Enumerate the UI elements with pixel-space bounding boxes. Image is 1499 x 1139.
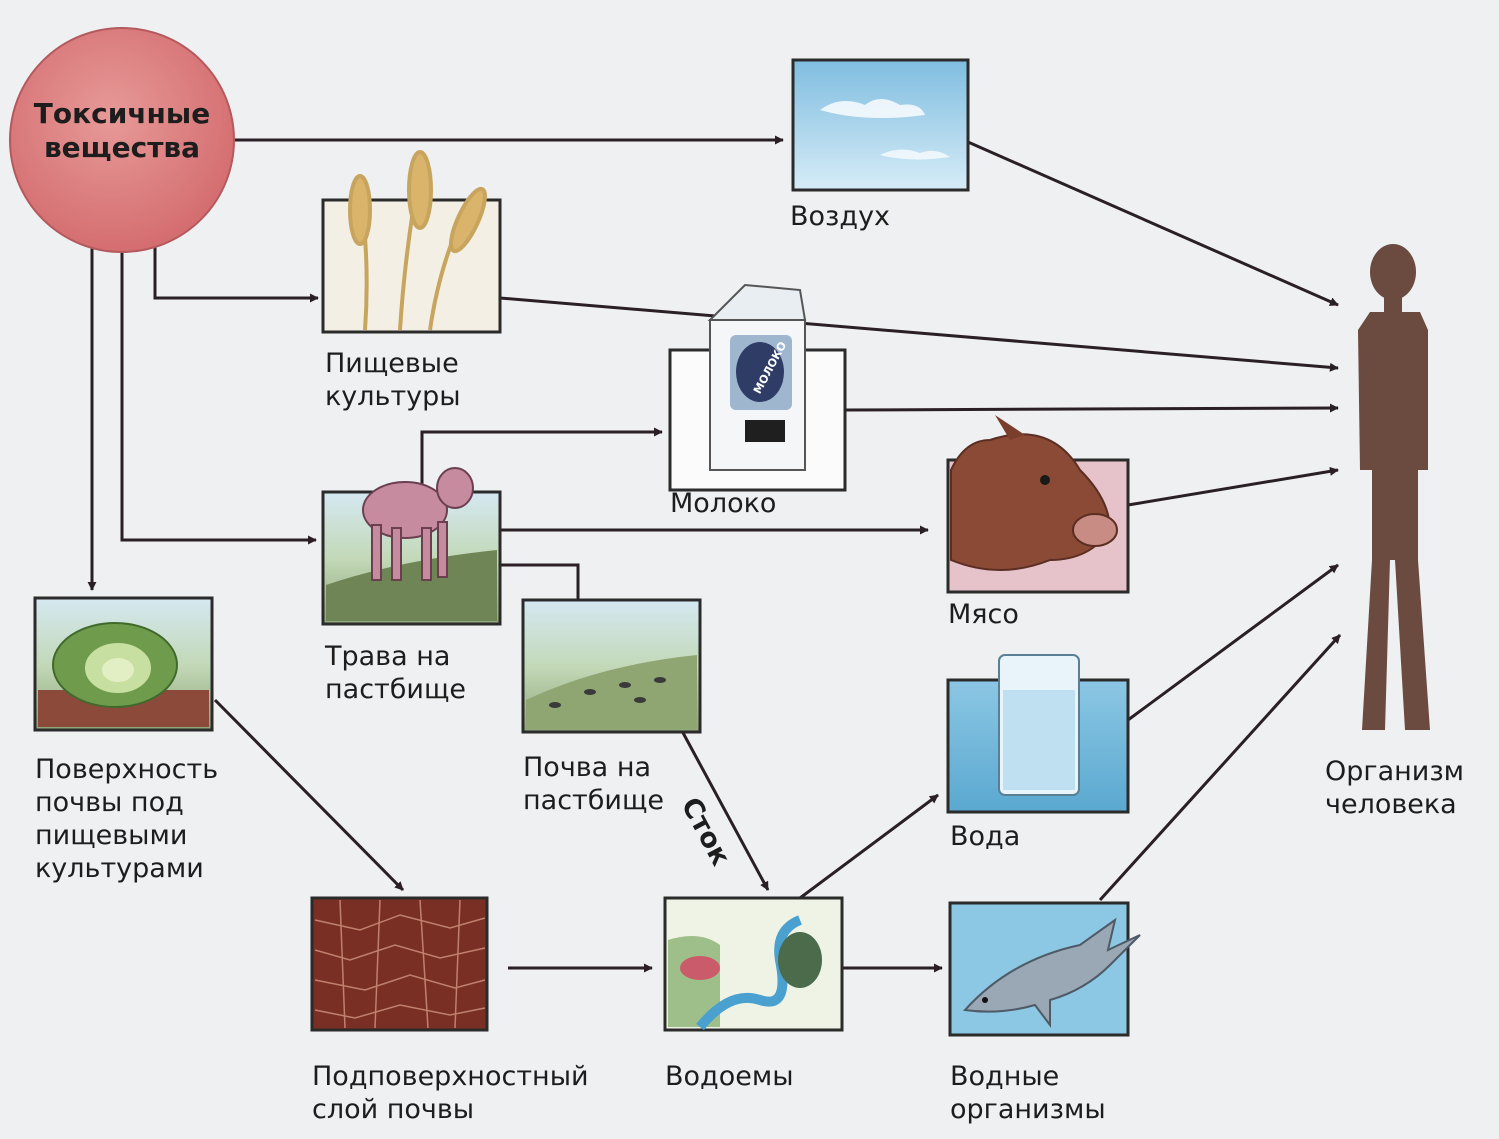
arrow-toxic-to-crops — [153, 240, 319, 303]
node-label-pasture-soil: Почва на пастбище — [523, 752, 665, 816]
aquatic-box — [948, 901, 1141, 1037]
human-silhouette — [1358, 244, 1430, 730]
pasture-box — [321, 467, 502, 626]
node-label-water-bodies: Водоемы — [665, 1061, 794, 1092]
water-box — [946, 654, 1130, 814]
arrow-meat-to-human — [1127, 466, 1339, 507]
arrow-aquatic-to-human — [1098, 633, 1342, 902]
milk-box — [668, 283, 847, 492]
subsoil-box — [310, 896, 489, 1032]
water-bodies-box — [663, 896, 844, 1032]
arrow-soil-surface-to-subsoil — [213, 698, 405, 892]
arrow-water-to-human — [1127, 563, 1339, 722]
node-label-pasture-grass: Трава на пастбище — [325, 641, 467, 705]
crops-box — [321, 150, 502, 334]
node-label-soil-surface: Поверхность почвы под пищевыми культурам… — [35, 754, 219, 884]
node-label-air: Воздух — [790, 201, 891, 232]
soil-surface-box — [33, 596, 214, 732]
node-label-water: Вода — [950, 821, 1021, 852]
node-label-human: Организм человека — [1325, 756, 1465, 820]
node-label-milk: Молоко — [670, 488, 777, 519]
meat-box — [946, 415, 1130, 594]
arrow-pasture-to-milk — [420, 427, 663, 492]
pasture-soil-box — [521, 598, 702, 734]
connector-pasture-to-soil — [500, 563, 580, 600]
connector-group — [87, 135, 1342, 973]
node-label-aquatic: Водные организмы — [950, 1061, 1106, 1125]
arrow-toxic-to-pasture — [120, 240, 317, 545]
arrow-runoff — [666, 704, 770, 891]
toxic-circle — [9, 27, 235, 253]
arrow-air-to-human — [967, 140, 1339, 307]
node-label-toxic: Токсичные вещества — [33, 97, 211, 164]
arrow-crops-to-human — [499, 296, 1339, 372]
node-label-meat: Мясо — [948, 599, 1019, 630]
arrow-milk-to-human — [844, 403, 1339, 413]
node-label-crops: Пищевые культуры — [325, 348, 461, 412]
node-label-subsoil: Подповерхностный слой почвы — [312, 1061, 589, 1125]
air-box — [791, 58, 970, 192]
arrow-water-bodies-to-water — [799, 793, 939, 900]
